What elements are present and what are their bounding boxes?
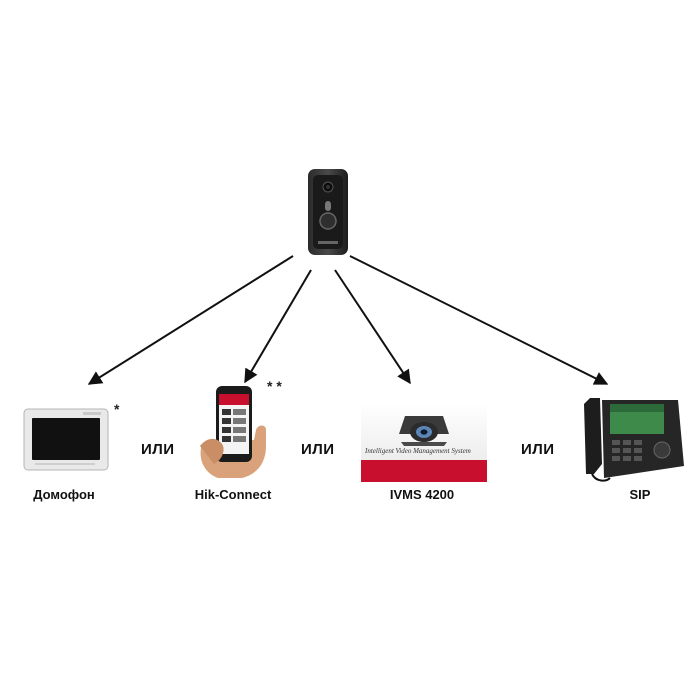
arrow-to-domofon	[87, 255, 294, 385]
ivms-banner-text: Intelligent Video Management System	[365, 447, 471, 455]
ivms-software-icon	[361, 404, 487, 482]
domofon-label: Домофон	[33, 487, 95, 502]
ip-phone-icon	[582, 394, 686, 484]
hik-connect-label: Hik-Connect	[194, 487, 272, 502]
smartphone-icon	[196, 384, 272, 480]
indoor-monitor-icon	[23, 408, 109, 471]
arrow-to-hik-connect	[244, 269, 312, 384]
sip-label: SIP	[629, 487, 651, 502]
or-separator: ИЛИ	[301, 441, 335, 458]
doorbell-icon	[306, 167, 350, 257]
arrow-to-ivms	[334, 269, 411, 385]
domofon-note-marker: *	[114, 401, 120, 417]
arrow-to-sip	[349, 255, 609, 385]
or-separator: ИЛИ	[521, 441, 555, 458]
ivms-label: IVMS 4200	[389, 487, 455, 502]
hik-connect-note-marker: * *	[267, 378, 282, 394]
or-separator: ИЛИ	[141, 441, 175, 458]
